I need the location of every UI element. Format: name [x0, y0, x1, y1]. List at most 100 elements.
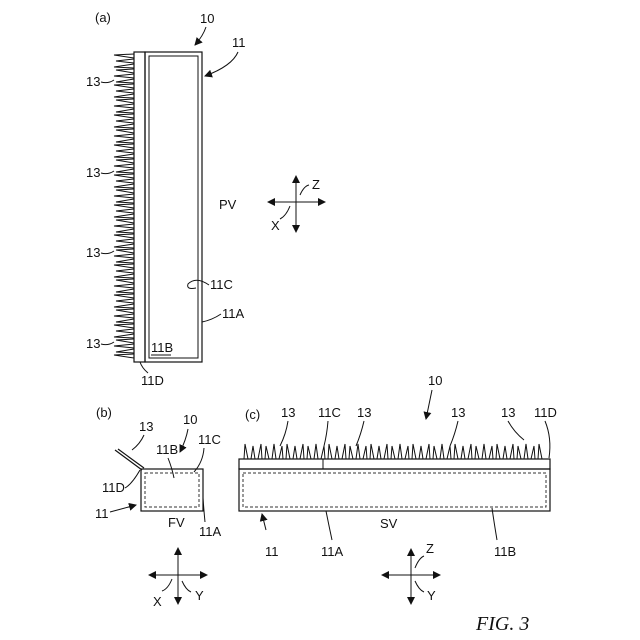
panel-c-ref-11C: 11C — [318, 405, 341, 420]
panel-b-axis-x-leader — [162, 579, 172, 591]
panel-b-axis-y-leader — [182, 581, 191, 592]
panel-c-base-strip — [239, 459, 550, 469]
panel-a-bristle — [114, 284, 134, 288]
panel-a-bristle — [116, 69, 134, 73]
panel-c-bristle — [342, 444, 346, 459]
panel-b: (b) 13 10 11B 11C 11D 11 FV 11A X — [95, 405, 221, 609]
panel-b-ref-11-arrow — [110, 505, 136, 512]
panel-a-bristle — [114, 184, 134, 188]
panel-a-ref-11D: 11D — [141, 373, 164, 388]
panel-c-bristle — [328, 444, 332, 459]
panel-c-bristle — [363, 446, 367, 459]
panel-c-bristle — [475, 446, 479, 459]
panel-c-ref-11D: 11D — [534, 405, 557, 420]
panel-c-ref-10-arrow — [426, 390, 432, 419]
panel-b-ref-13-leader — [132, 435, 144, 450]
panel-a-bristle — [116, 219, 134, 223]
panel-a-bristle — [114, 84, 134, 88]
panel-c-ref-10: 10 — [428, 373, 442, 388]
panel-b-ref-11: 11 — [95, 506, 109, 521]
panel-b-ref-11C: 11C — [198, 432, 221, 447]
panel-a-ref-11C: 11C — [210, 277, 233, 292]
panel-b-axis-x-label: X — [153, 594, 162, 609]
panel-c-ref-11C-leader — [324, 421, 328, 446]
panel-b-axis-y-label: Y — [195, 588, 204, 603]
panel-c-bristle — [426, 444, 430, 459]
panel-c-bristle — [489, 446, 493, 459]
panel-a-bristle — [116, 229, 134, 233]
panel-a-bristle — [116, 119, 134, 123]
panel-a-bristle — [116, 149, 134, 153]
panel-a-bristle — [114, 194, 134, 198]
panel-c-inner-dashed — [243, 473, 546, 507]
panel-b-body — [141, 469, 203, 511]
panel-a-bristle — [116, 269, 134, 273]
panel-c-bristle — [258, 444, 262, 459]
panel-c-ref-13-4-leader — [508, 421, 524, 440]
panel-c-ref-11A-leader — [326, 511, 332, 540]
panel-a-bristle — [114, 124, 134, 128]
panel-a-bristle — [114, 264, 134, 268]
panel-a-ref-13-4: 13 — [86, 336, 100, 351]
panel-c-bristle — [538, 444, 542, 459]
panel-a-ref-13-2: 13 — [86, 165, 100, 180]
panel-a-bristle — [116, 349, 134, 353]
panel-a-bristle — [114, 144, 134, 148]
panel-a-label: (a) — [95, 10, 111, 25]
panel-b-ref-11C-leader — [194, 448, 204, 472]
panel-b-ref-11D-leader — [125, 470, 140, 488]
panel-a-bristle — [116, 139, 134, 143]
panel-b-axes: X Y — [149, 548, 207, 609]
panel-a-bristle — [116, 89, 134, 93]
panel-c: (c) 13 11C 13 10 13 13 11D 11 11A SV 11B — [239, 373, 557, 604]
panel-c-bristle — [265, 446, 269, 459]
panel-b-ref-13: 13 — [139, 419, 153, 434]
panel-b-ref-11D: 11D — [102, 480, 125, 495]
panel-b-bristle-1 — [115, 450, 142, 470]
panel-b-ref-10-arrow — [180, 429, 188, 452]
panel-c-ref-13-3-leader — [450, 421, 458, 446]
panel-a-ref-11A: 11A — [222, 306, 244, 321]
panel-a: (a) 10 11 13 13 13 13 11C 11A 11B — [86, 10, 325, 388]
panel-a-bristle — [114, 134, 134, 138]
panel-c-bristle — [349, 446, 353, 459]
panel-a-bristle — [116, 59, 134, 63]
panel-c-ref-13-2-leader — [356, 421, 364, 446]
panel-c-label: (c) — [245, 407, 260, 422]
panel-c-bristle — [314, 444, 318, 459]
panel-c-bristle — [482, 444, 486, 459]
panel-c-bristle — [377, 446, 381, 459]
panel-c-bristle — [272, 444, 276, 459]
panel-b-ref-11A: 11A — [199, 524, 221, 539]
panel-c-bristle — [293, 446, 297, 459]
panel-b-bristle-2 — [118, 449, 144, 468]
panel-b-ref-11B-leader — [168, 458, 174, 478]
panel-a-ref-13-2-leader — [101, 171, 114, 174]
panel-a-bristle — [114, 294, 134, 298]
panel-a-body-outer — [145, 52, 202, 362]
panel-c-bristle — [412, 444, 416, 459]
panel-c-bristle — [524, 444, 528, 459]
panel-c-ref-13-4: 13 — [501, 405, 515, 420]
panel-a-axis-x-label: X — [271, 218, 280, 233]
panel-b-label: (b) — [96, 405, 112, 420]
panel-c-bristle — [384, 444, 388, 459]
panel-c-bristle — [419, 446, 423, 459]
panel-c-bristle — [391, 446, 395, 459]
panel-c-bristle — [454, 444, 458, 459]
panel-a-bristle — [114, 324, 134, 328]
panel-c-bristle — [468, 444, 472, 459]
panel-a-bristle — [114, 344, 134, 348]
panel-a-bristle — [114, 54, 134, 58]
panel-a-bristle — [114, 74, 134, 78]
panel-c-bristle — [244, 444, 248, 459]
panel-a-bristle — [114, 314, 134, 318]
panel-a-ref-10-arrow — [195, 27, 206, 45]
panel-a-ref-11B: 11B — [151, 340, 173, 355]
panel-a-bristle — [114, 154, 134, 158]
panel-a-ref-10: 10 — [200, 11, 214, 26]
panel-c-bristle — [398, 444, 402, 459]
panel-c-bristles — [244, 444, 542, 459]
panel-a-bristle — [116, 259, 134, 263]
panel-a-bristle — [116, 319, 134, 323]
